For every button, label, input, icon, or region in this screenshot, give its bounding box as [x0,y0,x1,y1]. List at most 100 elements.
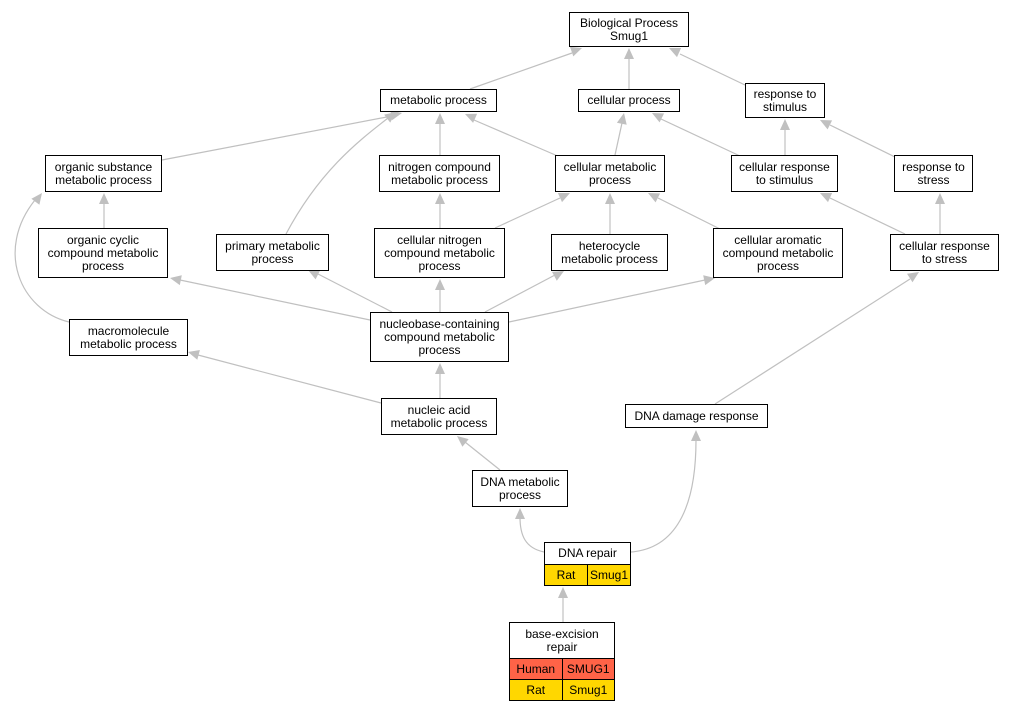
node-label: metabolic process [390,93,487,107]
node-dna-damage-response[interactable]: DNA damage response [625,404,768,428]
edge-arrowhead [384,112,396,123]
node-organic-substance-metabolic-process[interactable]: organic substance metabolic process [45,155,162,192]
edge-line [484,274,556,313]
node-label: Biological Process Smug1 [579,15,679,43]
node-metabolic-process[interactable]: metabolic process [380,89,497,112]
edge-nucleic-acid-to-macromolecule [188,350,382,404]
species-cell: Human [510,658,562,679]
node-nucleobase-containing-compound-metabolic-process[interactable]: nucleobase-containing compound metabolic… [370,312,509,362]
node-dna-repair[interactable]: DNA repair [544,542,631,565]
edge-line [464,441,501,471]
node-label: cellular metabolic process [563,159,657,187]
node-macromolecule-metabolic-process[interactable]: macromolecule metabolic process [69,319,188,356]
edge-nucleobase-to-cellular-nitrogen [435,279,445,312]
edge-dna-repair-to-dna-damage [630,430,701,553]
species-cell: Rat [510,679,562,700]
node-biological-process[interactable]: Biological Process Smug1 [569,12,689,47]
edge-arrowhead [652,113,665,123]
node-response-to-stimulus[interactable]: response to stimulus [745,83,825,118]
edge-cellular-response-stimulus-to-cellular [652,113,741,157]
node-organic-cyclic-compound-metabolic-process[interactable]: organic cyclic compound metabolic proces… [38,228,168,278]
node-label: organic substance metabolic process [54,159,153,187]
node-label: cellular nitrogen compound metabolic pro… [384,232,495,273]
edge-metabolic-to-root [469,46,582,90]
edge-cellular-to-root [624,48,634,89]
edge-line [660,118,741,157]
edge-arrowhead [515,508,525,519]
node-cellular-aromatic-compound-metabolic-process[interactable]: cellular aromatic compound metabolic pro… [713,228,843,278]
edge-arrowhead [703,275,715,286]
annotation-row-rat: Rat Smug1 [510,679,614,700]
edge-arrowhead [435,193,445,204]
edge-line [829,124,896,158]
node-dna-metabolic-process[interactable]: DNA metabolic process [472,470,568,507]
edge-stimulus-to-root [669,48,746,86]
edge-macromolecule-to-organic-substance [14,193,70,323]
node-label: cellular response to stimulus [739,159,830,187]
node-response-to-stress[interactable]: response to stress [894,155,973,192]
edge-aromatic-to-cellular-metabolic [648,193,723,231]
edge-arrowhead [552,271,564,281]
edge-arrowhead [669,48,682,58]
node-cellular-metabolic-process[interactable]: cellular metabolic process [555,155,665,192]
edge-cellular-nitrogen-to-cellular-metabolic [494,193,570,229]
edge-line [714,278,911,405]
edge-arrowhead [570,46,582,57]
edge-primary-to-metabolic [285,112,396,235]
edge-arrowhead [188,350,200,360]
ber-annotation-table: Human SMUG1 Rat Smug1 [509,658,615,701]
node-label: organic cyclic compound metabolic proces… [47,232,159,273]
edge-line [197,354,382,404]
node-base-excision-repair[interactable]: base-excision repair [509,622,615,659]
edge-arrowhead [616,113,627,125]
edge-arrowhead [605,193,615,204]
node-nitrogen-compound-metabolic-process[interactable]: nitrogen compound metabolic process [379,155,500,192]
node-label: heterocycle metabolic process [561,238,658,266]
edge-line [14,199,70,323]
node-label: cellular process [587,93,671,107]
node-label: nucleic acid metabolic process [390,402,488,430]
node-label: cellular response to stress [899,238,990,266]
node-label: nucleobase-containing compound metabolic… [379,316,500,357]
node-cellular-nitrogen-compound-metabolic-process[interactable]: cellular nitrogen compound metabolic pro… [374,228,505,278]
edge-nucleobase-to-aromatic [508,275,715,323]
node-heterocycle-metabolic-process[interactable]: heterocycle metabolic process [551,234,668,271]
edge-cellular-metabolic-to-metabolic [465,113,561,158]
edge-line [469,52,573,90]
node-label: response to stimulus [753,86,817,114]
edge-nucleic-acid-to-nucleobase [435,363,445,398]
edge-arrowhead [465,113,478,123]
node-label: primary metabolic process [225,238,320,266]
node-cellular-process[interactable]: cellular process [578,89,680,112]
edge-nitrogen-to-metabolic [435,113,445,155]
edge-cellular-metabolic-to-cellular [614,113,627,156]
node-label: DNA repair [558,546,617,560]
node-label: response to stress [902,159,965,187]
species-cell: Rat [545,564,587,585]
node-primary-metabolic-process[interactable]: primary metabolic process [216,234,329,271]
edge-arrowhead [820,193,833,203]
edge-arrowhead [780,119,790,130]
edge-line [473,119,561,158]
node-label: DNA metabolic process [480,474,560,502]
edge-line [285,117,389,235]
edge-cellular-nitrogen-to-nitrogen [435,193,445,228]
node-cellular-response-to-stimulus[interactable]: cellular response to stimulus [731,155,838,192]
edge-arrowhead [308,270,321,280]
edge-cellular-response-stress-to-cellular-response-stimulus [820,193,906,235]
edge-heterocycle-to-cellular-metabolic [605,193,615,234]
edge-arrowhead [648,193,661,203]
edge-line [494,197,561,229]
edge-arrowhead [435,279,445,290]
edge-ber-to-dna-repair [558,587,568,622]
edge-arrowhead [820,120,833,130]
edge-dna-metabolic-to-nucleic-acid [457,436,501,471]
edge-dna-damage-to-cellular-response-stress [714,272,919,405]
node-nucleic-acid-metabolic-process[interactable]: nucleic acid metabolic process [381,398,497,435]
node-cellular-response-to-stress[interactable]: cellular response to stress [890,234,999,271]
edge-stress-to-stimulus [820,120,896,158]
edge-arrowhead [907,272,919,283]
edge-line [317,273,393,313]
node-label: macromolecule metabolic process [80,323,177,351]
edge-line [829,197,906,235]
